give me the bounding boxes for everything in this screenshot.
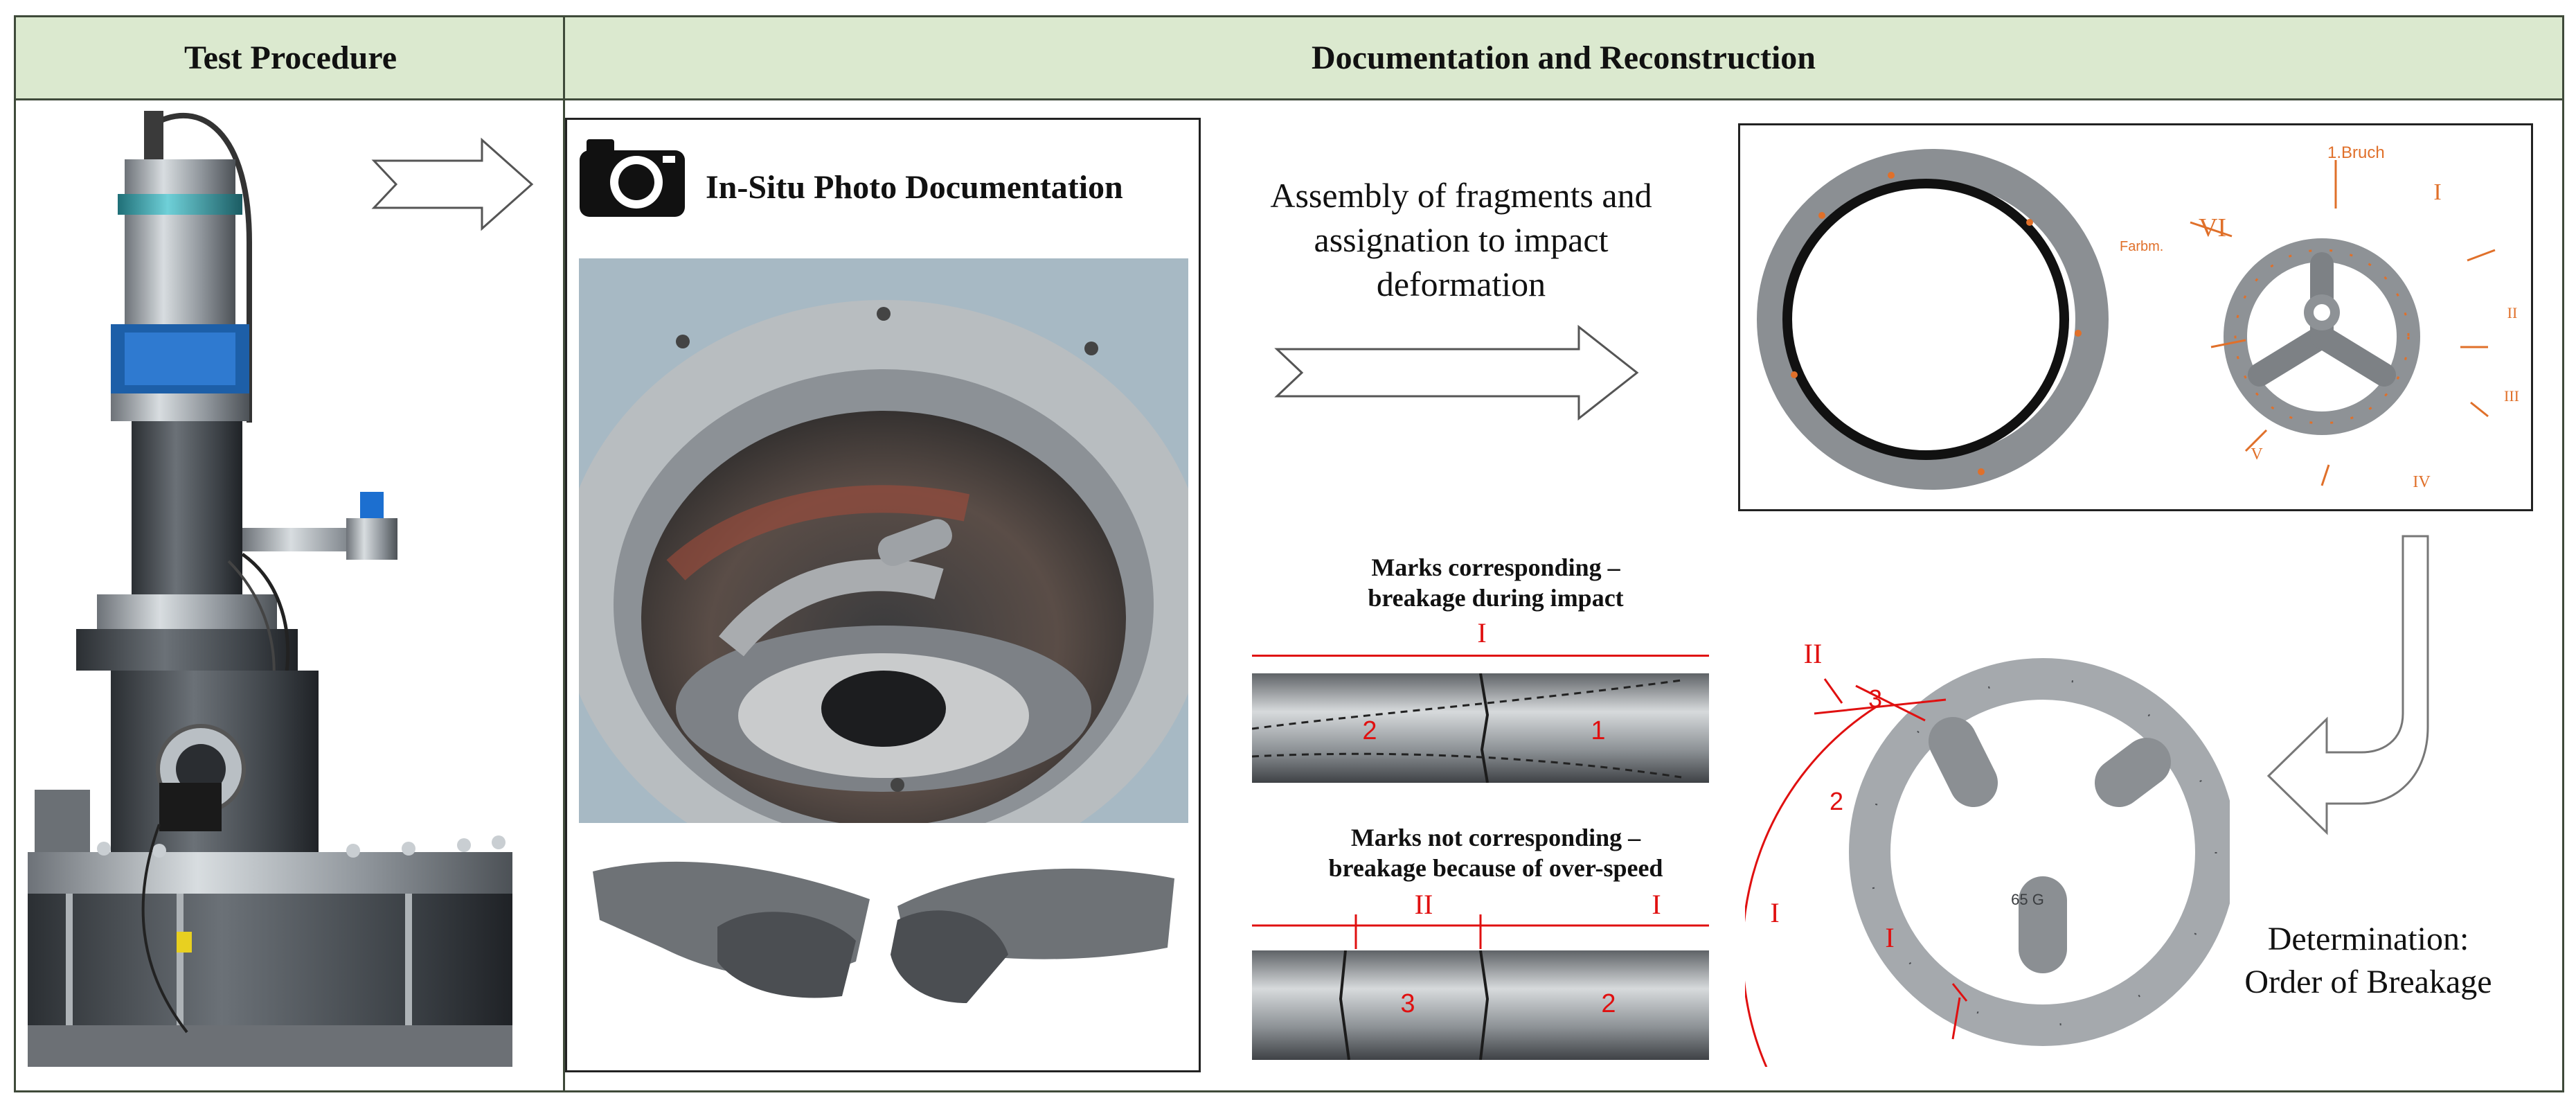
not-corresponding-frag-right: 2 [1601, 989, 1616, 1018]
orange-tick-marks [2190, 160, 2496, 486]
test-rig-photo [28, 111, 512, 1067]
corresponding-pipe-photo: 2 1 [1252, 673, 1709, 783]
not-corresponding-red-brackets [1252, 914, 1709, 949]
roman-six-label: VI [2198, 213, 2227, 242]
reassembled-wheel-photo [2224, 238, 2420, 435]
marks-corresponding-numeral: I [1477, 617, 1487, 648]
roman-three-label: III [2504, 387, 2519, 405]
roman-one-label: I [2433, 179, 2442, 205]
header-bar: Test Procedure Documentation and Reconst… [14, 15, 2564, 100]
marks-not-corresponding-heading-1: Marks not corresponding – [1350, 824, 1641, 851]
photo-documentation-box: In-Situ Photo Documentation [565, 118, 1201, 1072]
roman-two-label: II [2507, 304, 2518, 321]
wheel-num-2: 2 [1829, 787, 1844, 815]
camera-icon [577, 135, 688, 218]
determination-line2: Order of Breakage [2244, 964, 2492, 1000]
photo-doc-title: In-Situ Photo Documentation [706, 169, 1123, 206]
wheel-stamp: 65 G [2011, 891, 2044, 908]
wheel-roman-bottom: I [1885, 922, 1895, 953]
corresponding-frag-right: 1 [1591, 716, 1606, 745]
column-divider [563, 15, 565, 1092]
roman-five-label: V [2251, 445, 2263, 463]
determination-line1: Determination: [2267, 921, 2469, 957]
roman-four-label: IV [2413, 473, 2431, 491]
farbm-label: Farbm. [2120, 239, 2164, 254]
wheel-roman-left: I [1770, 897, 1780, 928]
corresponding-red-line [1252, 655, 1709, 657]
bruch-label: 1.Bruch [2327, 143, 2385, 162]
corresponding-frag-left: 2 [1362, 716, 1377, 745]
not-corresponding-pipe-photo: 3 2 [1252, 950, 1709, 1060]
assembly-photo-box: 1.Bruch Farbm. VI I II III IV V [1738, 123, 2533, 511]
hollow-arrow-right-1 [371, 137, 534, 231]
hollow-arrow-right-2 [1274, 324, 1639, 421]
not-corresponding-frag-left: 3 [1400, 989, 1415, 1018]
documentation-title: Documentation and Reconstruction [1312, 39, 1816, 76]
marks-corresponding-heading-2: breakage during impact [1368, 584, 1624, 612]
wheel-roman-top: II [1803, 638, 1823, 669]
fragment-ring-photo [1757, 149, 2109, 490]
in-situ-photo [579, 258, 1188, 823]
reconstruction-wheel-photo [1745, 658, 2230, 1067]
curved-hollow-arrow-down [2266, 535, 2429, 835]
test-procedure-title: Test Procedure [184, 39, 397, 76]
marks-not-corresponding-heading-2: breakage because of over-speed [1328, 854, 1663, 882]
not-corresponding-numeral-left: II [1414, 889, 1433, 920]
wheel-num-3: 3 [1868, 684, 1883, 713]
assembly-text: Assembly of fragments and assignation to… [1270, 176, 1652, 303]
not-corresponding-numeral-right: I [1652, 889, 1661, 920]
fragments-photo [579, 844, 1188, 1010]
marks-corresponding-heading-1: Marks corresponding – [1371, 554, 1620, 581]
